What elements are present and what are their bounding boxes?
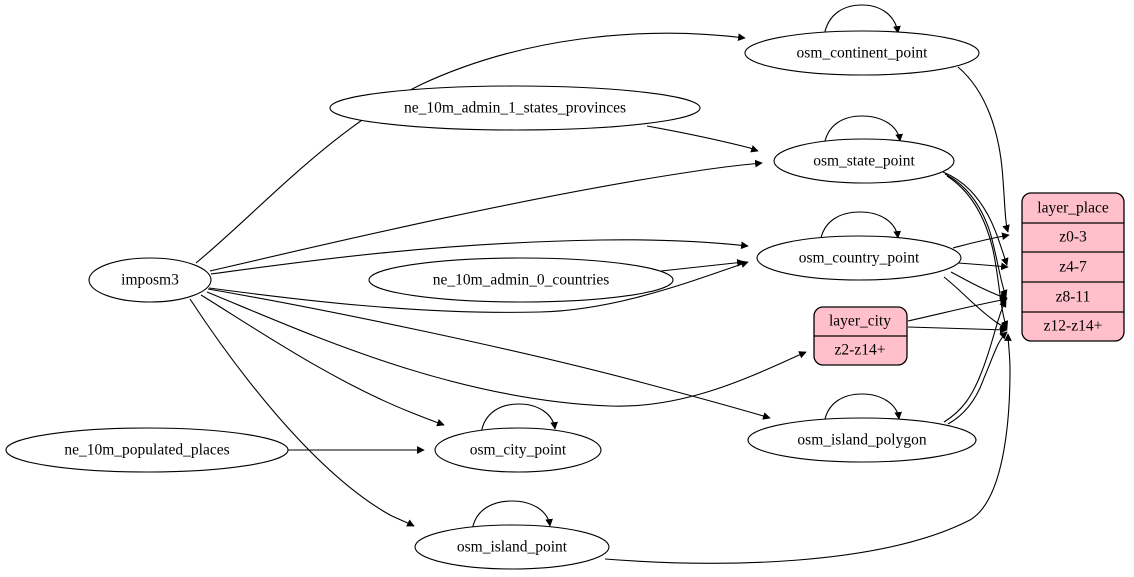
- node-osm_continent_point[interactable]: osm_continent_point: [744, 30, 980, 76]
- record-row-z2-z14plus[interactable]: z2-z14+: [835, 342, 886, 359]
- edge-layer: [189, 4, 1012, 564]
- node-osm_island_polygon[interactable]: osm_island_polygon: [747, 417, 977, 463]
- edge-imposm3-to-osm_city_point: [200, 294, 445, 427]
- edge-osm_continent_point-to-layer_place-z0-3: [957, 66, 1010, 233]
- record-row-z4-7[interactable]: z4-7: [1059, 259, 1087, 276]
- record-row-z12-z14plus[interactable]: z12-z14+: [1044, 318, 1103, 335]
- edge-imposm3-to-osm_country_point: [210, 239, 749, 275]
- node-label: osm_continent_point: [797, 45, 929, 62]
- node-label: imposm3: [121, 272, 179, 289]
- node-ne_10m_populated_places[interactable]: ne_10m_populated_places: [5, 427, 289, 473]
- record-row-z8-11[interactable]: z8-11: [1056, 289, 1091, 306]
- node-label: osm_island_point: [457, 539, 568, 556]
- edge-layer_city-to-layer_place-z12-z14: [907, 325, 1008, 334]
- node-label: osm_city_point: [470, 442, 567, 459]
- edge-self-osm_state_point: [823, 115, 903, 147]
- edge-self-osm_continent_point: [823, 4, 901, 37]
- edge-self-osm_city_point: [480, 403, 558, 435]
- node-layer: imposm3 ne_10m_admin_1_states_provinces …: [5, 30, 1125, 570]
- edge-osm_state_point-to-layer_place-z4-7: [942, 171, 1009, 266]
- edge-osm_country_point-to-layer_place-z4-7: [957, 262, 1009, 271]
- edge-imposm3-to-osm_continent_point: [195, 32, 746, 264]
- node-ne_10m_admin_1_states_provinces[interactable]: ne_10m_admin_1_states_provinces: [329, 85, 701, 131]
- node-osm_island_point[interactable]: osm_island_point: [414, 524, 610, 570]
- record-row-header: layer_place: [1037, 200, 1109, 217]
- node-label: osm_island_polygon: [797, 432, 926, 449]
- edge-ne_10m_admin_0_countries-to-osm_country_point: [660, 258, 745, 272]
- node-imposm3[interactable]: imposm3: [88, 257, 212, 303]
- edge-self-osm_island_polygon: [823, 393, 902, 425]
- edge-osm_state_point-to-layer_place-z8-11: [944, 173, 1008, 298]
- node-osm_state_point[interactable]: osm_state_point: [773, 138, 955, 184]
- node-label: osm_country_point: [799, 250, 920, 267]
- node-label: osm_state_point: [813, 153, 915, 170]
- edge-imposm3-to-layer_city: [206, 291, 807, 407]
- edge-self-osm_country_point: [819, 211, 902, 244]
- edge-osm_island_polygon-to-layer_place-z12-z14: [947, 331, 1008, 425]
- edge-imposm3-to-osm_island_point: [189, 298, 415, 527]
- edge-osm_island_point-to-layer_place-z12-z14: [604, 333, 1012, 564]
- edge-self-osm_island_point: [471, 500, 553, 532]
- node-osm_city_point[interactable]: osm_city_point: [434, 427, 602, 473]
- edge-imposm3-to-osm_island_polygon: [207, 288, 771, 420]
- node-label: ne_10m_admin_1_states_provinces: [404, 100, 626, 117]
- record-node-layer_city[interactable]: layer_city z2-z14+: [813, 306, 908, 366]
- node-label: ne_10m_admin_0_countries: [433, 272, 610, 289]
- edge-osm_island_polygon-to-layer_place-z8-11: [943, 299, 1007, 423]
- record-node-layer_place[interactable]: layer_place z0-3 z4-7 z8-11 z12-z14+: [1021, 192, 1125, 342]
- edge-imposm3-to-osm_state_point: [209, 159, 763, 272]
- edge-ne_10m_admin_1_states_provinces-to-osm_state_point: [646, 125, 759, 153]
- edge-osm_country_point-to-layer_place-z0-3: [952, 232, 1010, 249]
- edge-imposm3-to-osm_country_point-b: [208, 260, 749, 313]
- node-label: ne_10m_populated_places: [64, 442, 229, 459]
- edge-layer_city-to-layer_place-z8-11: [907, 296, 1008, 322]
- node-osm_country_point[interactable]: osm_country_point: [756, 235, 962, 281]
- node-ne_10m_admin_0_countries[interactable]: ne_10m_admin_0_countries: [368, 257, 674, 303]
- record-row-header: layer_city: [829, 313, 891, 330]
- record-row-z0-3[interactable]: z0-3: [1059, 229, 1087, 246]
